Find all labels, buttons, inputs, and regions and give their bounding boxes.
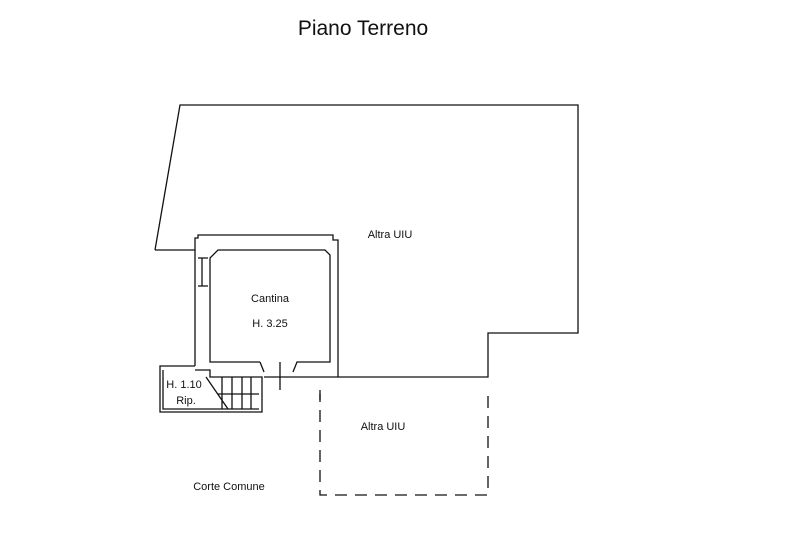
page-title: Piano Terreno xyxy=(298,17,428,40)
label-altra-uiu-upper: Altra UIU xyxy=(368,229,413,241)
rip-box xyxy=(159,365,263,413)
rip-inner xyxy=(162,370,259,410)
label-cantina: Cantina xyxy=(251,293,290,305)
cantina-inner xyxy=(209,249,331,373)
label-cantina-height: H. 3.25 xyxy=(252,318,287,330)
window xyxy=(198,257,208,287)
label-altra-uiu-lower: Altra UIU xyxy=(361,421,406,433)
stairs xyxy=(205,376,259,410)
lower-unit-dashed xyxy=(319,388,489,496)
door-jamb xyxy=(259,361,265,373)
label-corte-comune: Corte Comune xyxy=(193,481,265,493)
outer-boundary xyxy=(154,104,579,378)
left-wall-top xyxy=(155,234,339,377)
label-rip: Rip. xyxy=(176,395,196,407)
label-rip-height: H. 1.10 xyxy=(166,379,201,391)
